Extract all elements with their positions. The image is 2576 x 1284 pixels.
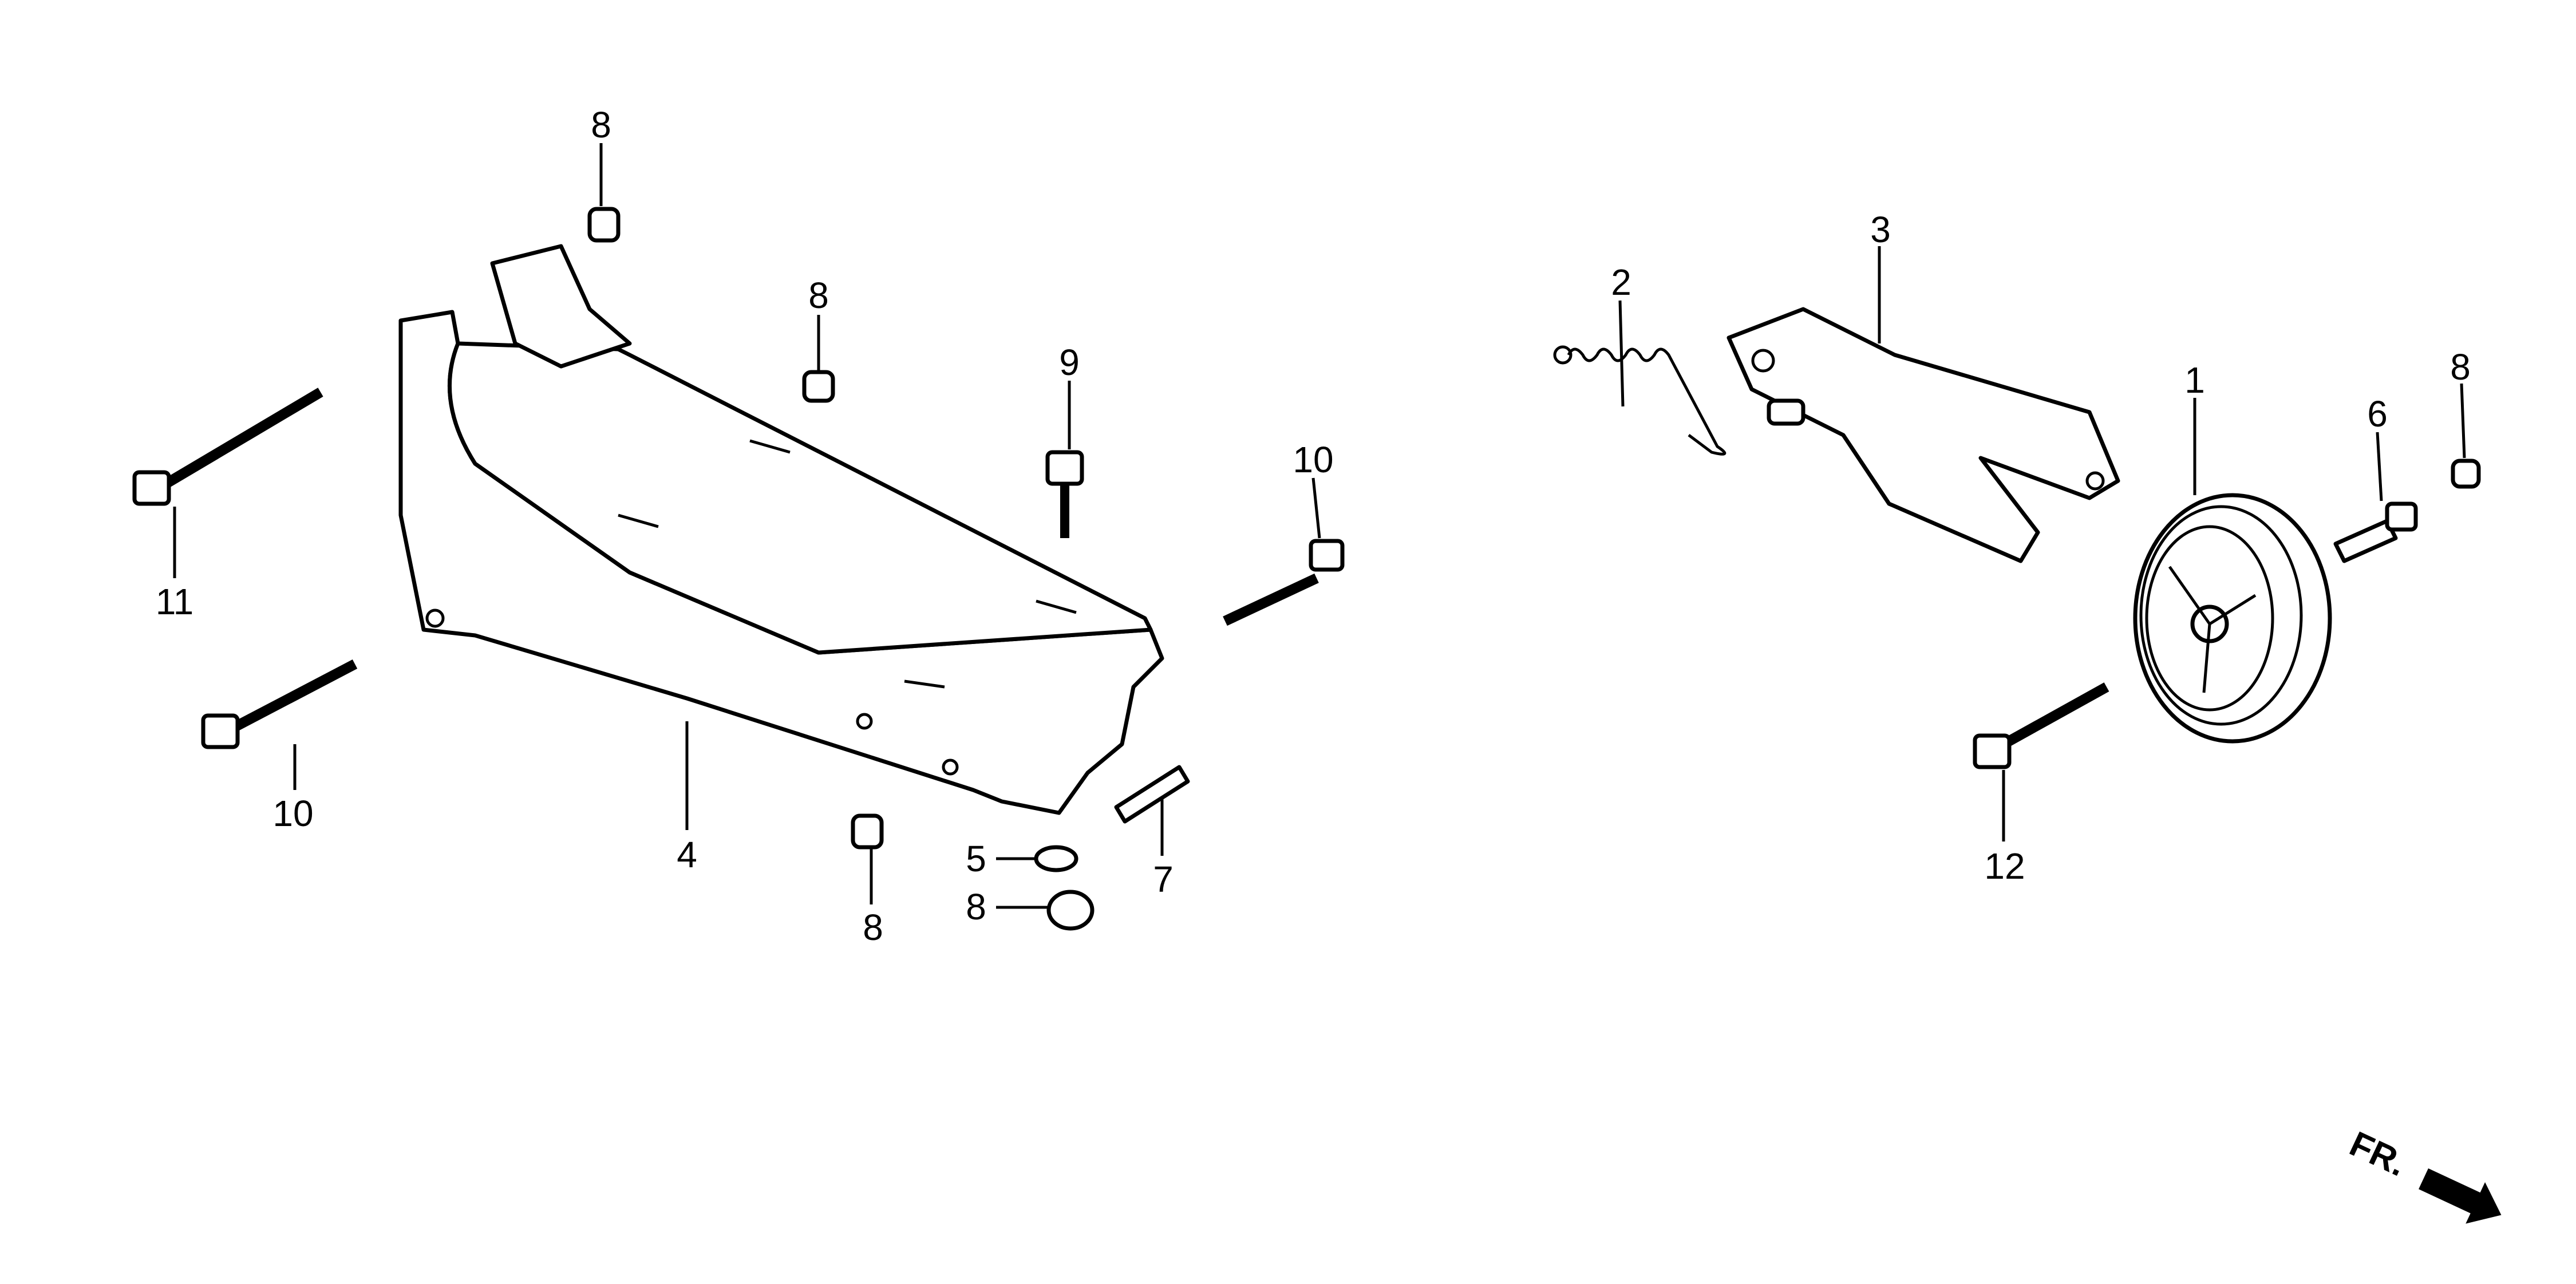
callout-10: 10 bbox=[1293, 439, 1333, 480]
callout-11: 11 bbox=[156, 581, 193, 622]
flange-nut-right[interactable] bbox=[2451, 459, 2481, 489]
frame-bracket-part-4[interactable] bbox=[398, 244, 1164, 815]
callout-10: 10 bbox=[272, 793, 313, 834]
flange-nut-top[interactable] bbox=[587, 207, 621, 243]
wheel-part-1[interactable] bbox=[2133, 493, 2332, 744]
tension-arm-part-3[interactable] bbox=[1726, 307, 2120, 563]
washer-part-5[interactable] bbox=[1034, 845, 1078, 872]
bolt-part-11[interactable] bbox=[132, 388, 323, 506]
callout-2: 2 bbox=[1611, 262, 1631, 303]
front-label: FR. bbox=[2344, 1124, 2412, 1184]
flange-nut-lower[interactable] bbox=[1046, 890, 1095, 931]
bolt-part-12[interactable] bbox=[1973, 682, 2109, 769]
callout-9: 9 bbox=[1059, 342, 1080, 383]
front-arrow-icon bbox=[2419, 1168, 2502, 1224]
callout-4: 4 bbox=[677, 834, 697, 875]
callout-8: 8 bbox=[591, 104, 611, 145]
callout-7: 7 bbox=[1153, 859, 1174, 900]
front-direction-indicator: FR. bbox=[2344, 1124, 2502, 1224]
callout-3: 3 bbox=[1870, 209, 1891, 250]
leader-lines bbox=[173, 143, 2466, 909]
callout-6: 6 bbox=[2367, 393, 2388, 434]
pin-part-7[interactable] bbox=[1114, 765, 1190, 824]
callout-12: 12 bbox=[1984, 846, 2025, 887]
collar-bolt-part-6[interactable] bbox=[2333, 501, 2418, 563]
callout-8: 8 bbox=[966, 886, 986, 927]
callout-8: 8 bbox=[863, 907, 883, 948]
bolt-part-10-right[interactable] bbox=[1223, 539, 1345, 626]
callout-5: 5 bbox=[966, 838, 986, 879]
flange-nut-bottom[interactable] bbox=[851, 813, 884, 850]
callout-8: 8 bbox=[2450, 346, 2471, 388]
flange-nut-middle[interactable] bbox=[802, 370, 835, 403]
bolt-part-10-left[interactable] bbox=[201, 659, 358, 749]
callout-1: 1 bbox=[2184, 359, 2205, 401]
bolt-part-9[interactable] bbox=[1045, 450, 1084, 538]
callout-8: 8 bbox=[808, 275, 829, 316]
spring-part-2[interactable] bbox=[1553, 345, 1726, 456]
